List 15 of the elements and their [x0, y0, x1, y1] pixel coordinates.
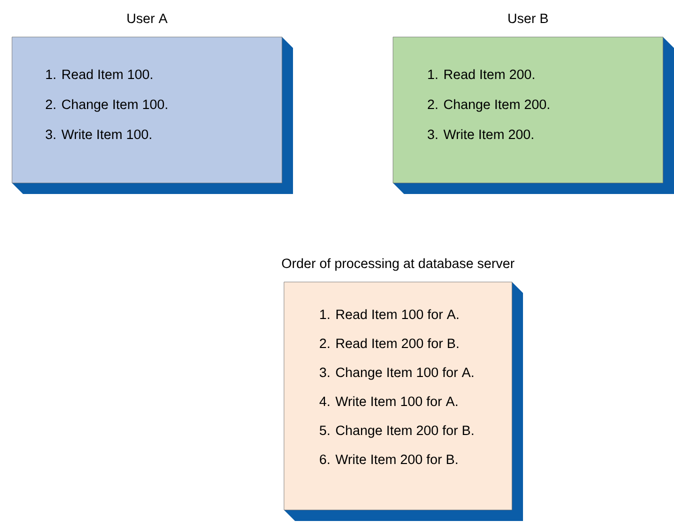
- list-item: 5. Change Item 200 for B.: [320, 425, 474, 438]
- list-item: 3. Write Item 100.: [46, 129, 152, 140]
- list-item: 3. Change Item 100 for A.: [320, 367, 474, 380]
- list-item: 4. Write Item 100 for A.: [320, 396, 458, 406]
- list-item: 1. Read Item 200.: [428, 69, 534, 80]
- list-item: 1. Read Item 100 for A.: [320, 309, 458, 320]
- list-item: 2. Read Item 200 for B.: [320, 338, 458, 348]
- heading: User A: [127, 14, 168, 24]
- heading: User B: [508, 14, 548, 24]
- heading: Order of processing at database server: [282, 258, 514, 271]
- list-item: 2. Change Item 100.: [46, 99, 168, 112]
- list-item: 1. Read Item 100.: [46, 69, 152, 80]
- list-item: 2. Change Item 200.: [428, 99, 550, 112]
- list-item: 6. Write Item 200 for B.: [320, 454, 458, 464]
- list-item: 3. Write Item 200.: [428, 129, 534, 140]
